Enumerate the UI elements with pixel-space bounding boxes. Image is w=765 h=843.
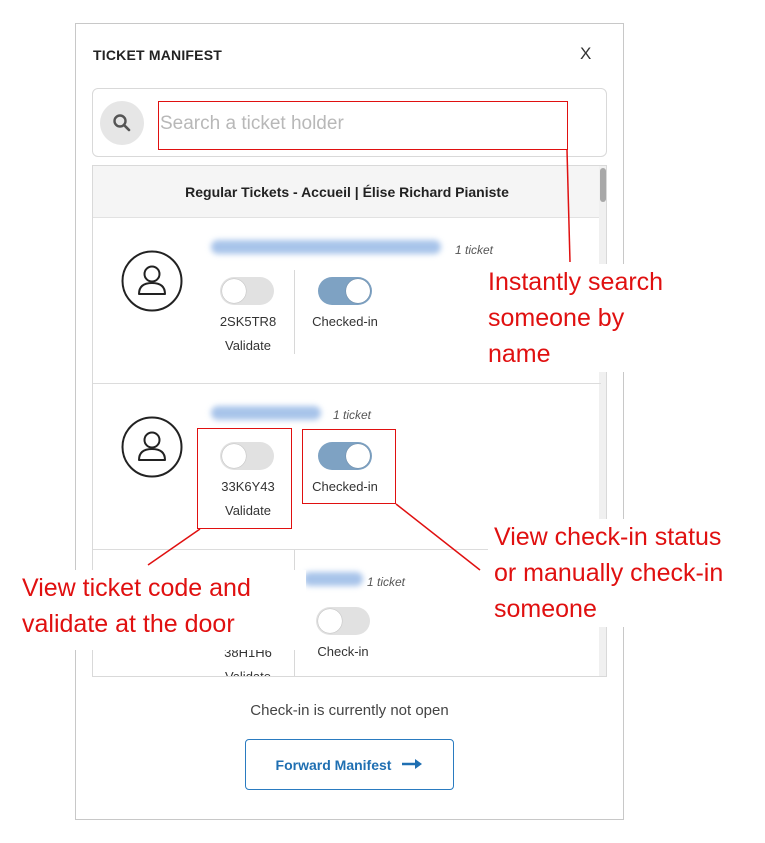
search-callout: Instantly search someone by name xyxy=(482,264,670,372)
checkin-label: Checked-in xyxy=(312,479,378,494)
ticket-count: 1 ticket xyxy=(367,575,406,589)
search-highlight-box xyxy=(158,101,568,150)
toggle-knob xyxy=(222,444,246,468)
scrollbar-thumb[interactable] xyxy=(600,168,606,202)
arrow-right-icon xyxy=(401,757,423,773)
ticket-code: 2SK5TR8 xyxy=(219,314,277,329)
ticket-holder-name xyxy=(211,240,441,254)
validate-toggle[interactable] xyxy=(220,442,274,470)
callout-line: or manually check-in xyxy=(494,559,724,587)
panel-title: TICKET MANIFEST xyxy=(93,47,222,63)
forward-manifest-button[interactable]: Forward Manifest xyxy=(245,739,454,790)
checkin-toggle[interactable] xyxy=(318,277,372,305)
checkin-highlight-box xyxy=(302,429,396,504)
checkin-callout: View check-in status or manually check-i… xyxy=(488,519,730,627)
ticket-count: 1 ticket xyxy=(333,408,372,422)
callout-line: View check-in status xyxy=(494,523,722,551)
callout-line: someone by xyxy=(488,304,625,332)
checkin-label: Check-in xyxy=(317,644,369,659)
callout-line: Instantly search xyxy=(488,268,664,296)
checkin-toggle[interactable] xyxy=(316,607,370,635)
ticket-count: 1 ticket xyxy=(455,243,494,257)
toggle-knob xyxy=(346,279,370,303)
ticket-holder-name xyxy=(211,406,321,420)
validate-toggle[interactable] xyxy=(220,277,274,305)
list-item: 1 ticket 33K6Y43 Validate Checked-in xyxy=(93,384,601,550)
divider xyxy=(294,270,295,354)
search-input[interactable] xyxy=(160,110,560,138)
toggle-knob xyxy=(222,279,246,303)
list-item: 1 ticket 2SK5TR8 Validate Checked-in xyxy=(93,218,601,384)
validate-label: Validate xyxy=(224,503,271,518)
validate-highlight-box xyxy=(197,428,292,529)
forward-manifest-label: Forward Manifest xyxy=(275,756,392,773)
callout-line: View ticket code and xyxy=(22,574,251,602)
close-button[interactable]: X xyxy=(580,44,592,63)
toggle-knob xyxy=(346,444,370,468)
validate-label: Validate xyxy=(224,338,271,353)
validate-label: Validate xyxy=(224,669,271,677)
validate-callout: View ticket code and validate at the doo… xyxy=(16,570,306,650)
search-icon[interactable] xyxy=(100,101,144,145)
ticket-category-header: Regular Tickets - Accueil | Élise Richar… xyxy=(93,166,601,218)
callout-line: name xyxy=(488,340,551,368)
ticket-code: 33K6Y43 xyxy=(221,479,275,494)
user-avatar-icon xyxy=(121,250,183,312)
scrollbar[interactable] xyxy=(599,166,606,676)
toggle-knob xyxy=(318,609,342,633)
checkin-label: Checked-in xyxy=(312,314,378,329)
ticket-holder-name xyxy=(303,572,363,586)
callout-line: validate at the door xyxy=(22,610,235,638)
checkin-status: Check-in is currently not open xyxy=(250,702,449,719)
user-avatar-icon xyxy=(121,416,183,478)
checkin-toggle[interactable] xyxy=(318,442,372,470)
callout-line: someone xyxy=(494,595,597,623)
